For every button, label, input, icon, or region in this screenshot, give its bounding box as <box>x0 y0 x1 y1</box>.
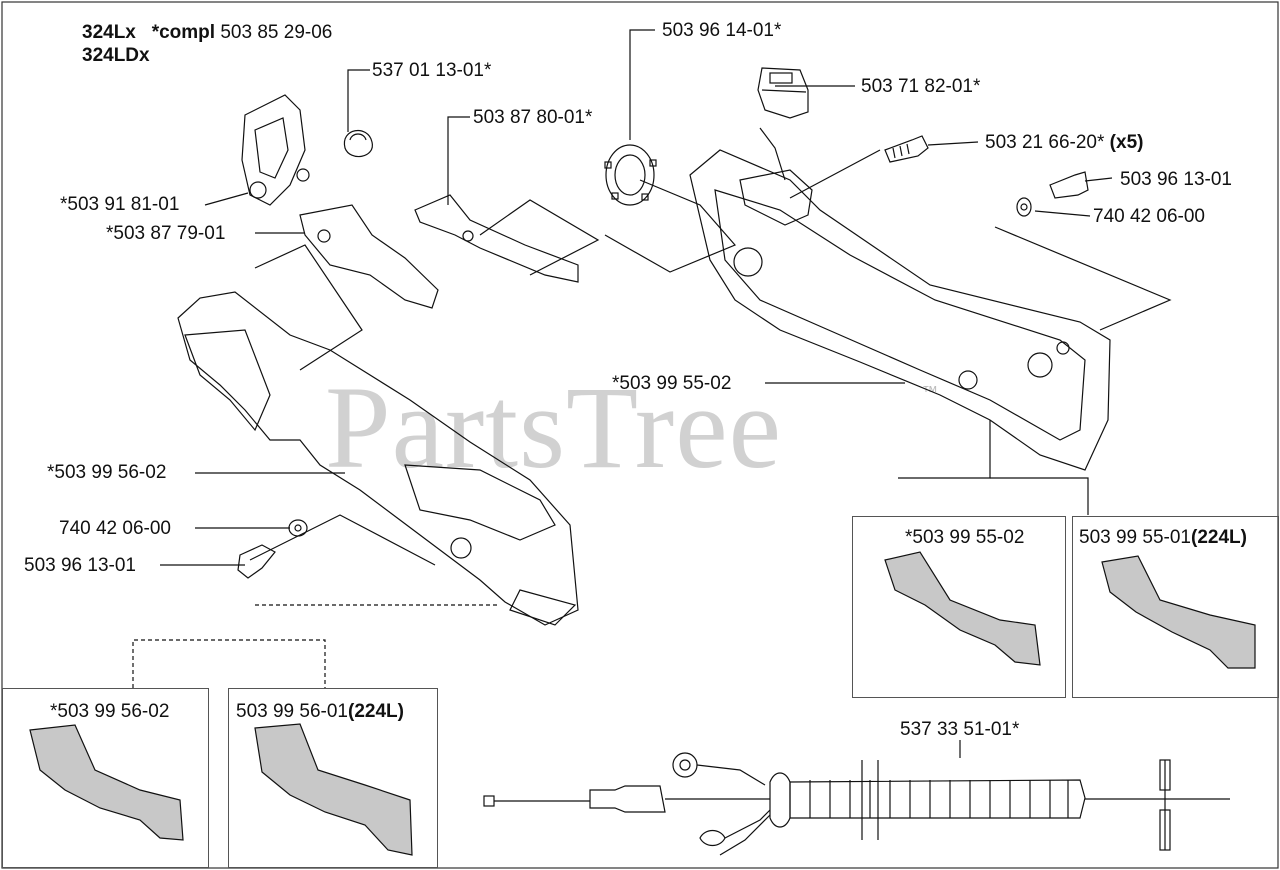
part-label-503918101: *503 91 81-01 <box>60 194 180 215</box>
part-label-537011301: 537 01 13-01* <box>372 60 492 81</box>
part-label-503877901: *503 87 79-01 <box>106 223 226 244</box>
inset-label-right-b: 503 99 55-01(224L) <box>1079 527 1247 548</box>
assembly-line-bottom-screw <box>249 514 436 566</box>
part-label-503961401: 503 96 14-01* <box>662 20 782 41</box>
part-label-503718201: 503 71 82-01* <box>861 76 981 97</box>
assembly-line-washer <box>994 226 1172 331</box>
inset-box-right-a <box>852 516 1066 698</box>
watermark-trademark: ™ <box>922 384 938 401</box>
inset-model-left: (224L) <box>348 701 404 722</box>
compl-prefix: *compl <box>151 22 216 43</box>
inset-model-right: (224L) <box>1191 527 1247 548</box>
screw-top-shape <box>884 135 929 163</box>
washer-bottom-shape <box>288 519 308 537</box>
inset-handle-right-b <box>1101 555 1256 669</box>
leader-537011301 <box>347 69 370 132</box>
model-title-2: 324LDx <box>82 45 150 66</box>
leader-503961301-top <box>1084 177 1113 182</box>
inset-label-right-a: *503 99 55-02 <box>905 527 1025 548</box>
washer-top-shape <box>1016 197 1032 217</box>
spring-clip-shape <box>241 94 306 206</box>
compl-number: 503 85 29-06 <box>220 22 333 43</box>
spring-shape <box>343 129 373 158</box>
part-label-740420600-top: 740 42 06-00 <box>1093 206 1205 227</box>
leader-503918101 <box>204 192 249 206</box>
lock-ring-shape <box>605 144 655 206</box>
connector-right-insets <box>898 420 991 479</box>
leader-740420600-top <box>1034 210 1091 217</box>
leader-503216620 <box>927 141 979 146</box>
assembly-line-ring <box>604 179 737 273</box>
throttle-trigger-shape <box>414 194 579 283</box>
cable-conduit-shape <box>789 779 1086 819</box>
inset-label-left-a: *503 99 56-02 <box>50 701 170 722</box>
assembly-line-throttle <box>479 199 600 276</box>
model-title-1: 324Lx *compl 503 85 29-06 <box>82 22 333 43</box>
ring-terminal-shape <box>672 752 698 778</box>
watermark: PartsTree <box>325 362 782 493</box>
part-label-503961301-bot: 503 96 13-01 <box>24 555 136 576</box>
part-label-503995602: *503 99 56-02 <box>47 462 167 483</box>
part-label-503961301-top: 503 96 13-01 <box>1120 169 1232 190</box>
screw-bottom-shape <box>237 544 276 579</box>
assembly-line-lever <box>254 244 363 371</box>
assembly-line-screws <box>789 149 881 199</box>
inset-box-right-b <box>1072 516 1279 698</box>
inset-handle-right-a <box>884 551 1041 666</box>
inset-handle-left-b <box>254 723 413 856</box>
part-label-503216620: 503 21 66-20* (x5) <box>985 132 1144 153</box>
stop-switch-shape <box>757 67 809 119</box>
handle-half-right-shape <box>689 149 1111 471</box>
cable-nut-shape <box>589 785 666 813</box>
part-label-503878001: 503 87 80-01* <box>473 107 593 128</box>
leader-503878001 <box>447 116 470 205</box>
screw-right-shape <box>1049 171 1089 199</box>
lever-shape <box>299 204 439 309</box>
quantity-badge: (x5) <box>1109 132 1144 153</box>
connector-left-insets-b <box>132 639 326 688</box>
inset-handle-left-a <box>29 724 184 841</box>
cable-end-shape <box>483 795 495 807</box>
connector-right-insets-b <box>990 477 1089 515</box>
leader-503961401 <box>629 29 655 140</box>
inset-label-left-b: 503 99 56-01(224L) <box>236 701 404 722</box>
assembly-line-switch <box>759 127 786 181</box>
part-label-740420600-bot: 740 42 06-00 <box>59 518 171 539</box>
handle-half-left-shape <box>177 291 579 626</box>
inset-box-left-a <box>2 688 209 868</box>
part-label-537335101: 537 33 51-01* <box>900 719 1020 740</box>
inset-box-left-b <box>228 688 438 868</box>
part-label-503995502: *503 99 55-02 <box>612 373 732 394</box>
